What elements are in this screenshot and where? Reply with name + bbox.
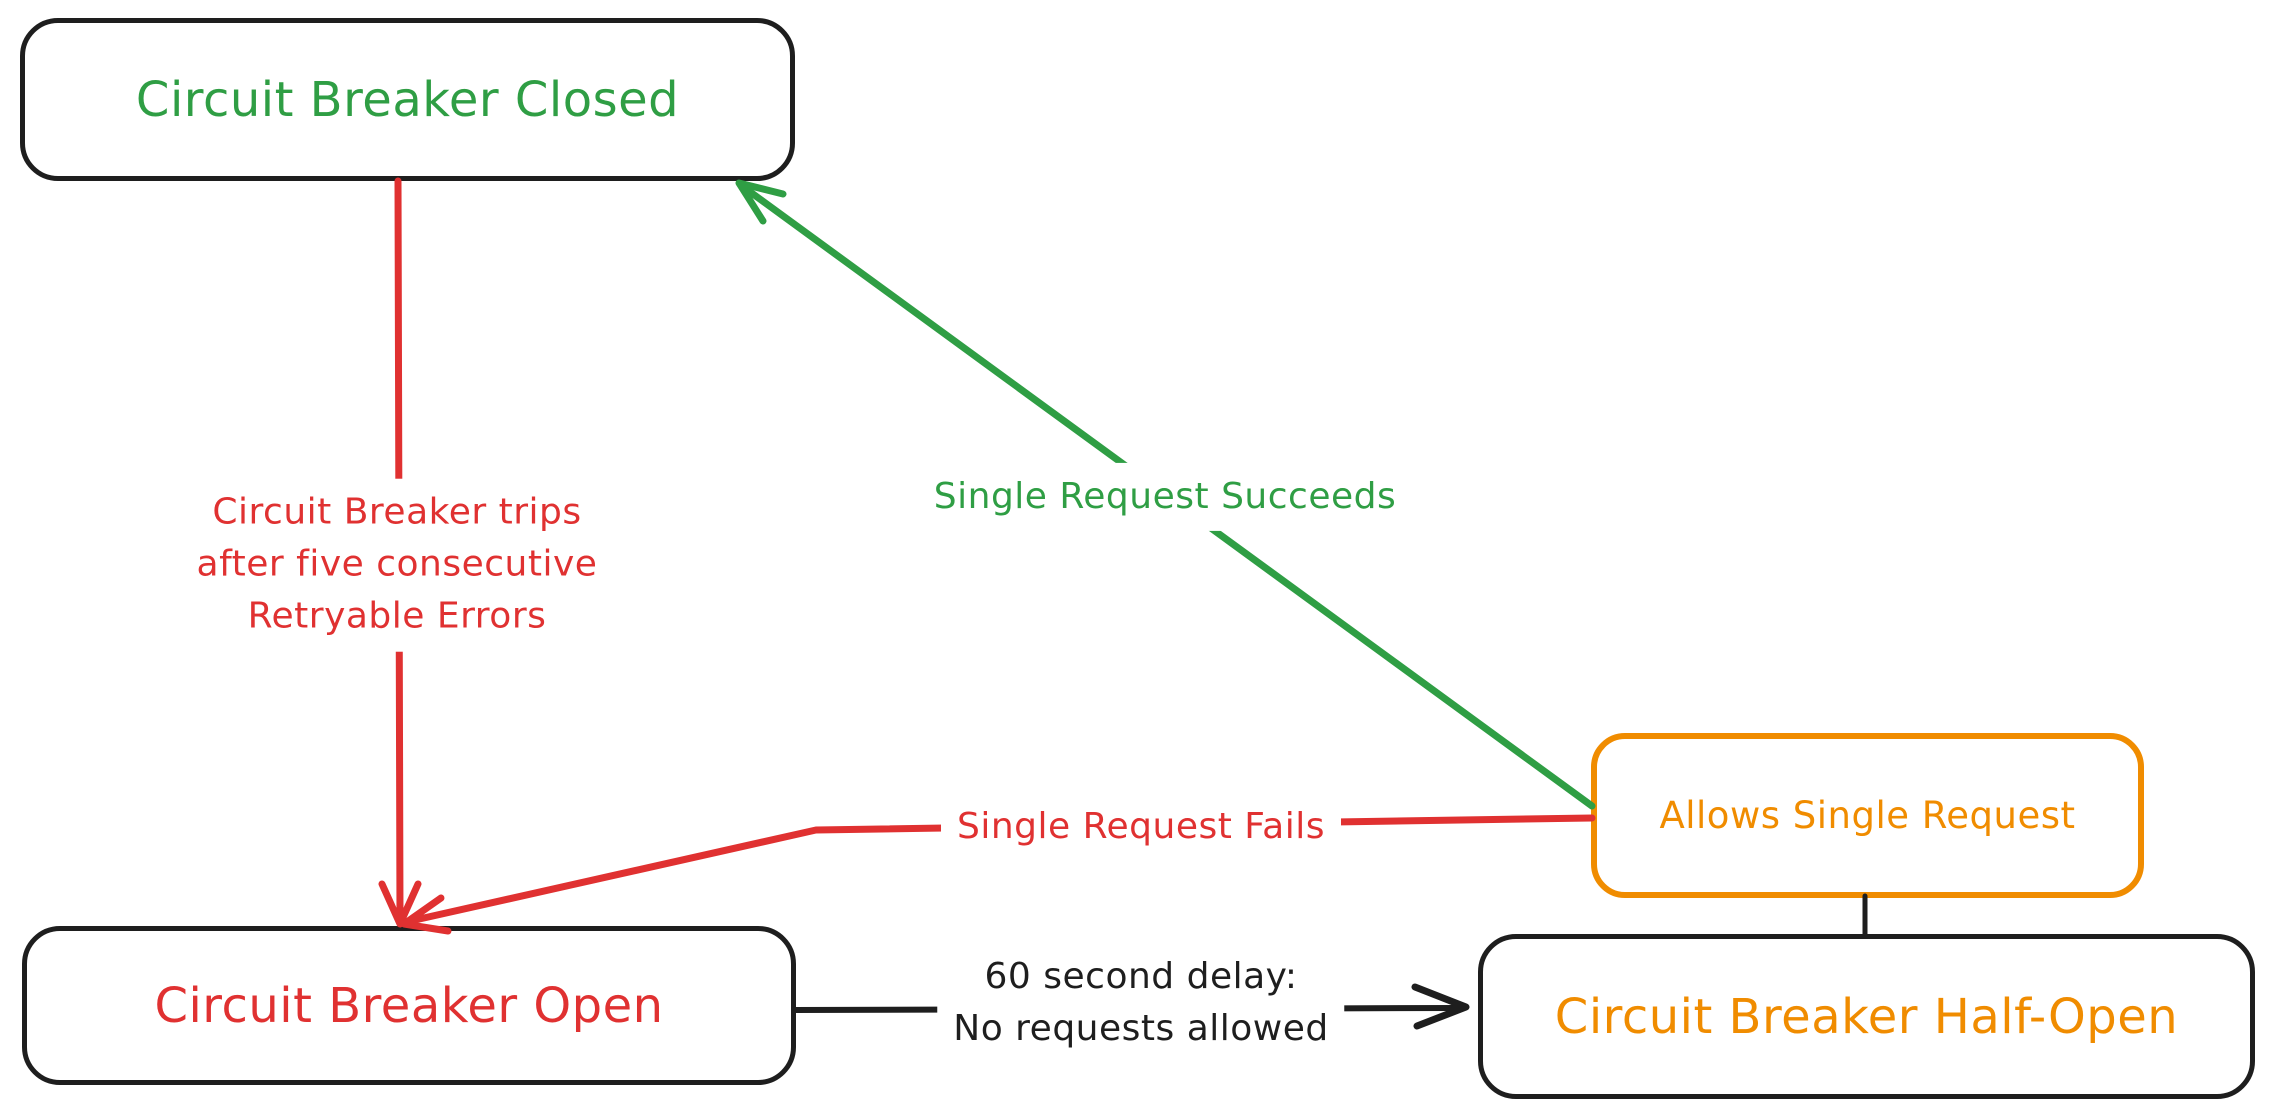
node-circuit-breaker-open: Circuit Breaker Open: [22, 926, 796, 1085]
edge-label-delay: 60 second delay: No requests allowed: [937, 942, 1345, 1064]
edge-label-fails: Single Request Fails: [940, 792, 1342, 862]
edge-label-succeeds: Single Request Succeeds: [917, 462, 1413, 532]
edge-label-trips-line3: Retryable Errors: [247, 596, 547, 638]
node-label-allows-single-request: Allows Single Request: [1659, 794, 2076, 837]
edge-label-delay-line2: No requests allowed: [953, 1008, 1329, 1049]
edge-label-succeeds-text: Single Request Succeeds: [933, 475, 1397, 517]
edge-trips-arrowhead-icon: [378, 880, 422, 928]
node-circuit-breaker-closed: Circuit Breaker Closed: [20, 18, 795, 181]
edge-label-trips: Circuit Breaker trips after five consecu…: [180, 478, 614, 652]
node-label-closed: Circuit Breaker Closed: [135, 71, 680, 128]
edge-delay-arrowhead-icon: [1411, 983, 1470, 1030]
node-label-half-open: Circuit Breaker Half-Open: [1554, 988, 2179, 1045]
node-label-open: Circuit Breaker Open: [154, 977, 664, 1034]
edge-label-delay-line1: 60 second delay:: [984, 955, 1298, 997]
edge-label-fails-text: Single Request Fails: [956, 805, 1326, 847]
edge-fails-arrowhead-icon: [400, 894, 452, 935]
edge-label-trips-line1: Circuit Breaker trips: [212, 491, 582, 533]
edge-label-trips-line2: after five consecutive: [196, 543, 598, 585]
edge-succeeds-arrowhead-icon: [735, 179, 787, 225]
node-circuit-breaker-half-open: Circuit Breaker Half-Open: [1478, 934, 2255, 1099]
